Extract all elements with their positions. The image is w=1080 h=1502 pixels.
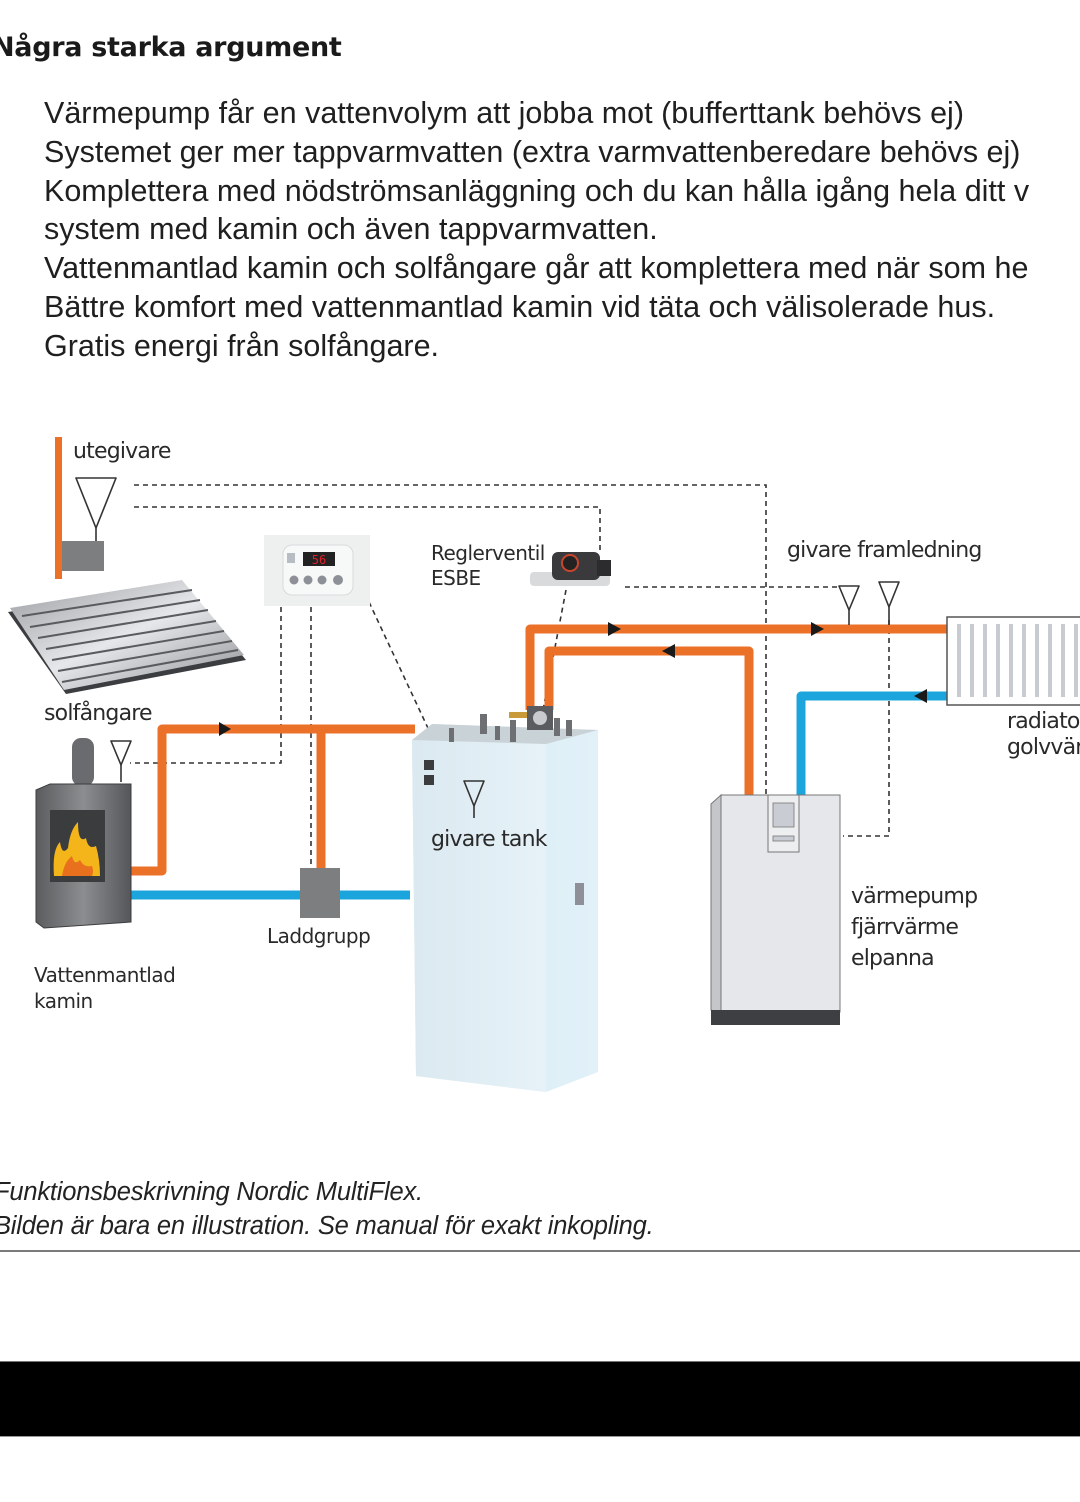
outdoor-sensor-pole xyxy=(55,437,62,579)
label-solar-collector: solfångare xyxy=(44,700,152,726)
argument-item: Värmepump får en vattenvolym att jobba m… xyxy=(44,96,964,130)
sensor-icon xyxy=(110,740,132,766)
figure-caption: Funktionsbeskrivning Nordic MultiFlex. xyxy=(0,1178,423,1206)
arrow-right-icon xyxy=(219,722,231,736)
argument-item: system med kamin och även tappvarmvatten… xyxy=(44,212,658,247)
label-valve-2: ESBE xyxy=(431,566,481,590)
sensor-icon xyxy=(75,477,117,529)
label-stove-2: kamin xyxy=(34,989,93,1013)
label-flow-sensor: givare framledning xyxy=(787,538,982,563)
heat-source-unit xyxy=(710,793,841,1025)
label-valve-1: Reglerventil xyxy=(431,541,545,565)
controller-display-value: 56 xyxy=(312,553,326,567)
argument-list: Värmepump får en vattenvolym att jobba m… xyxy=(44,94,1029,366)
sensor-icon xyxy=(878,581,900,608)
divider xyxy=(0,1250,1080,1252)
signal-wire-flow-to-heatsource xyxy=(843,620,890,837)
pipe-radiator-return xyxy=(796,691,948,795)
argument-item: Komplettera med nödströmsanläggning och … xyxy=(44,173,1030,208)
controller-button xyxy=(317,575,327,585)
controller-panel: 56 xyxy=(264,535,370,606)
figure-note: Bilden är bara en illustration. Se manua… xyxy=(0,1212,654,1240)
label-stove-1: Vattenmantlad xyxy=(34,963,175,987)
radiator xyxy=(946,616,1080,706)
arrow-left-icon xyxy=(914,689,927,703)
controller-display xyxy=(303,552,335,566)
pipe-heatsource-return xyxy=(544,646,754,795)
hot-pipes xyxy=(130,624,948,876)
label-radiator-1: radiator xyxy=(1007,709,1080,734)
label-tank-sensor: givare tank xyxy=(431,827,548,852)
label-heat-source-3: elpanna xyxy=(851,946,934,971)
solar-collector xyxy=(8,580,246,694)
argument-item: Vattenmantlad kamin och solfångare går a… xyxy=(44,251,1029,286)
arrow-right-icon xyxy=(608,622,621,636)
flow-arrows xyxy=(219,622,927,736)
signal-wire-outdoor-2 xyxy=(134,506,601,550)
argument-item: Gratis energi från solfångare. xyxy=(44,328,440,363)
sensor-icon xyxy=(838,585,860,611)
arrow-right-icon xyxy=(811,622,824,636)
arrow-left-icon xyxy=(662,644,675,658)
accumulator-tank xyxy=(412,706,598,1092)
system-diagram: utegivare solfångare 56 xyxy=(8,437,1080,1092)
controller-button xyxy=(289,575,299,585)
label-charge-group: Laddgrupp xyxy=(267,924,370,948)
sensor-icon xyxy=(463,780,485,807)
charge-group-unit xyxy=(300,868,340,918)
label-outdoor-sensor: utegivare xyxy=(73,439,171,464)
outdoor-sensor xyxy=(55,437,117,579)
fire-icon xyxy=(53,822,100,876)
pipe-stove-supply xyxy=(130,724,415,876)
controller-button xyxy=(333,575,343,585)
label-heat-source-1: värmepump xyxy=(851,884,977,909)
argument-item: Systemet ger mer tappvarmvatten (extra v… xyxy=(44,134,1021,169)
argument-item: Bättre komfort med vattenmantlad kamin v… xyxy=(44,289,996,324)
section-heading: Några starka argument xyxy=(0,32,342,63)
flow-sensors xyxy=(838,581,900,625)
cold-pipes xyxy=(130,691,948,900)
water-jacketed-stove xyxy=(35,738,132,929)
regulating-valve xyxy=(530,552,611,586)
controller-button xyxy=(303,575,313,585)
signal-wire-controller-1 xyxy=(130,607,282,764)
black-bar xyxy=(0,1361,1080,1437)
outdoor-sensor-box xyxy=(62,541,104,571)
label-radiator-2: golvvärm xyxy=(1007,735,1080,760)
label-heat-source-2: fjärrvärme xyxy=(851,915,958,940)
pipe-tank-supply xyxy=(525,624,948,710)
signal-wire-outdoor-1 xyxy=(134,484,767,800)
